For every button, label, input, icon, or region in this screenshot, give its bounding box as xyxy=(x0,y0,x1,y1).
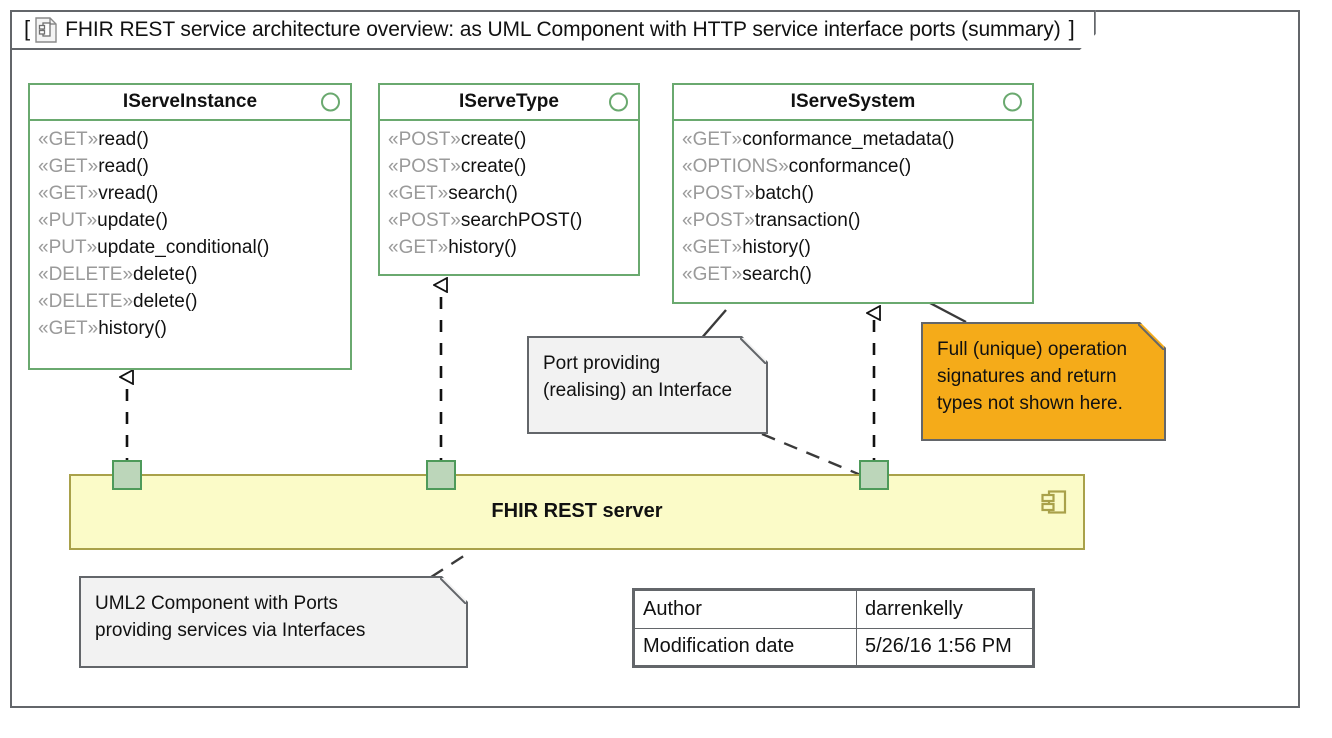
operation-signature: read() xyxy=(98,129,149,150)
interface-ball-icon xyxy=(321,92,340,112)
interface-name: IServeSystem xyxy=(790,91,916,112)
operation-stereotype: «POST» xyxy=(388,210,461,231)
operation-list: «GET»conformance_metadata() «OPTIONS»con… xyxy=(674,121,1032,294)
operation-stereotype: «GET» xyxy=(682,237,743,258)
note-fold-icon xyxy=(740,338,766,364)
frame-title-text: FHIR REST service architecture overview:… xyxy=(65,18,1061,41)
operation-row[interactable]: «POST»batch() xyxy=(682,180,1032,207)
operation-signature: create() xyxy=(460,129,527,150)
note-fold-icon xyxy=(440,578,466,604)
operation-stereotype: «POST» xyxy=(682,210,755,231)
operation-row[interactable]: «DELETE»delete() xyxy=(38,261,350,288)
operation-row[interactable]: «GET»conformance_metadata() xyxy=(682,126,1032,153)
operation-stereotype: «GET» xyxy=(388,237,449,258)
metadata-table: Author darrenkelly Modification date 5/2… xyxy=(632,588,1035,668)
operation-row[interactable]: «OPTIONS»conformance() xyxy=(682,153,1032,180)
operation-stereotype: «DELETE» xyxy=(38,264,134,285)
operation-signature: transaction() xyxy=(754,210,861,231)
note-text: UML2 Component with Ports providing serv… xyxy=(95,593,366,641)
operation-signature: vread() xyxy=(98,183,159,204)
interface-box-iservetype[interactable]: IServeType «POST»create() «POST»create()… xyxy=(378,83,640,276)
operation-signature: create() xyxy=(460,156,527,177)
operation-signature: delete() xyxy=(133,264,198,285)
operation-list: «GET»read() «GET»read() «GET»vread() «PU… xyxy=(30,121,350,348)
interface-header: IServeInstance xyxy=(30,85,350,121)
operation-row[interactable]: «PUT»update_conditional() xyxy=(38,234,350,261)
operation-stereotype: «OPTIONS» xyxy=(682,156,789,177)
operation-row[interactable]: «GET»vread() xyxy=(38,180,350,207)
metadata-key: Modification date xyxy=(634,627,857,666)
interface-name: IServeType xyxy=(459,91,559,112)
note-uml2-component[interactable]: UML2 Component with Ports providing serv… xyxy=(79,576,468,668)
operation-stereotype: «GET» xyxy=(38,318,99,339)
operation-signature: update() xyxy=(97,210,168,231)
operation-row[interactable]: «POST»transaction() xyxy=(682,207,1032,234)
note-text: Port providing (realising) an Interface xyxy=(543,353,733,401)
operation-stereotype: «GET» xyxy=(682,129,743,150)
operation-signature: history() xyxy=(98,318,167,339)
metadata-value: darrenkelly xyxy=(856,590,1033,629)
table-row: Modification date 5/26/16 1:56 PM xyxy=(634,627,1033,666)
frame-bracket-close: ] xyxy=(1068,16,1075,41)
operation-row[interactable]: «GET»history() xyxy=(38,315,350,342)
uml-diagram-document-icon xyxy=(35,17,57,43)
operation-signature: batch() xyxy=(754,183,815,204)
operation-stereotype: «POST» xyxy=(388,129,461,150)
operation-row[interactable]: «POST»create() xyxy=(388,126,638,153)
operation-row[interactable]: «GET»history() xyxy=(388,234,638,261)
operation-row[interactable]: «POST»create() xyxy=(388,153,638,180)
operation-stereotype: «DELETE» xyxy=(38,291,134,312)
operation-signature: read() xyxy=(98,156,149,177)
interface-header: IServeSystem xyxy=(674,85,1032,121)
interface-name: IServeInstance xyxy=(122,91,258,112)
operation-stereotype: «GET» xyxy=(682,264,743,285)
operation-stereotype: «PUT» xyxy=(38,210,98,231)
interface-box-iservesystem[interactable]: IServeSystem «GET»conformance_metadata()… xyxy=(672,83,1034,304)
operation-row[interactable]: «GET»search() xyxy=(388,180,638,207)
operation-row[interactable]: «POST»searchPOST() xyxy=(388,207,638,234)
operation-stereotype: «GET» xyxy=(38,156,99,177)
frame-title-tab: [ FHIR REST service architecture overvie… xyxy=(10,10,1096,50)
note-text: Full (unique) operation signatures and r… xyxy=(937,339,1128,414)
interface-ball-icon xyxy=(1003,92,1022,112)
operation-signature: conformance() xyxy=(788,156,912,177)
operation-stereotype: «GET» xyxy=(388,183,449,204)
operation-signature: searchPOST() xyxy=(460,210,583,231)
table-row: Author darrenkelly xyxy=(634,590,1033,629)
interface-header: IServeType xyxy=(380,85,638,121)
operation-row[interactable]: «GET»history() xyxy=(682,234,1032,261)
operation-signature: search() xyxy=(448,183,518,204)
operation-stereotype: «POST» xyxy=(388,156,461,177)
operation-stereotype: «PUT» xyxy=(38,237,98,258)
metadata-key: Author xyxy=(634,590,857,629)
note-signatures[interactable]: Full (unique) operation signatures and r… xyxy=(921,322,1166,441)
operation-signature: history() xyxy=(742,237,811,258)
port-iservetype[interactable] xyxy=(426,460,456,490)
operation-row[interactable]: «GET»search() xyxy=(682,261,1032,288)
metadata-value: 5/26/16 1:56 PM xyxy=(856,627,1033,666)
operation-signature: search() xyxy=(742,264,812,285)
operation-stereotype: «GET» xyxy=(38,129,99,150)
operation-row[interactable]: «GET»read() xyxy=(38,153,350,180)
component-name: FHIR REST server xyxy=(491,500,663,522)
note-fold-icon xyxy=(1138,324,1164,350)
port-iserveinstance[interactable] xyxy=(112,460,142,490)
operation-signature: delete() xyxy=(133,291,198,312)
operation-signature: history() xyxy=(448,237,517,258)
operation-row[interactable]: «PUT»update() xyxy=(38,207,350,234)
note-port-providing[interactable]: Port providing (realising) an Interface xyxy=(527,336,768,434)
interface-box-iserveinstance[interactable]: IServeInstance «GET»read() «GET»read() «… xyxy=(28,83,352,370)
interface-ball-icon xyxy=(609,92,628,112)
operation-row[interactable]: «GET»read() xyxy=(38,126,350,153)
operation-row[interactable]: «DELETE»delete() xyxy=(38,288,350,315)
component-fhir-rest-server[interactable]: FHIR REST server xyxy=(69,474,1085,550)
operation-list: «POST»create() «POST»create() «GET»searc… xyxy=(380,121,638,267)
operation-signature: update_conditional() xyxy=(97,237,270,258)
operation-stereotype: «GET» xyxy=(38,183,99,204)
uml-component-icon xyxy=(1041,490,1067,514)
operation-signature: conformance_metadata() xyxy=(742,129,955,150)
port-iservesystem[interactable] xyxy=(859,460,889,490)
frame-bracket-open: [ xyxy=(24,16,31,41)
operation-stereotype: «POST» xyxy=(682,183,755,204)
